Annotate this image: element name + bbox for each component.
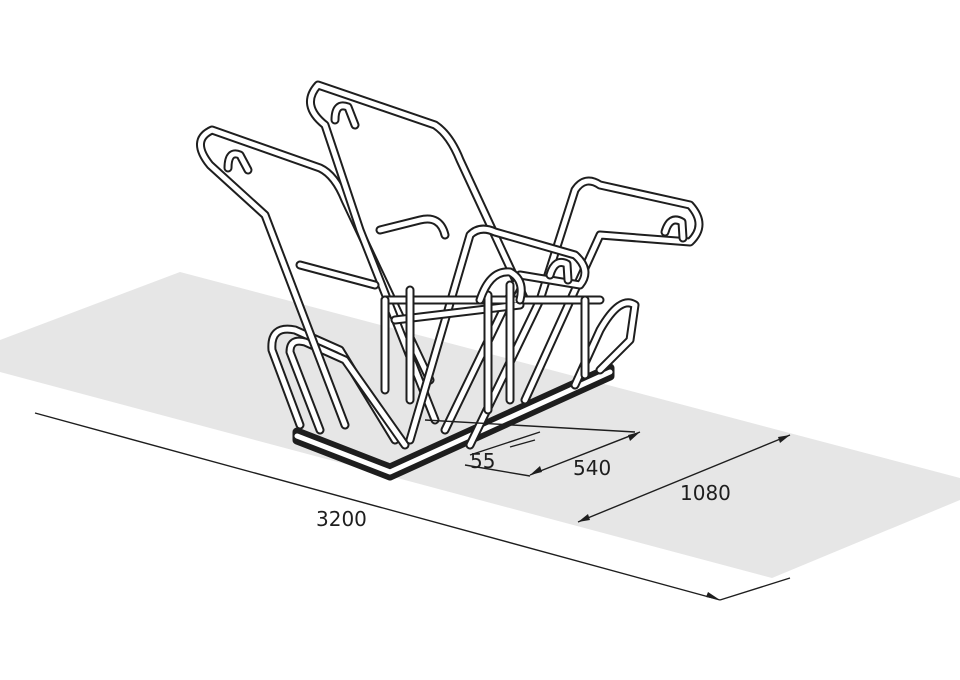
dimension-label-3200: 3200 <box>316 507 367 531</box>
upper-arm-front <box>405 224 590 445</box>
bike-rack <box>196 80 704 481</box>
dimension-label-1080: 1080 <box>680 481 731 505</box>
base-frame <box>292 363 615 481</box>
dimension-label-540: 540 <box>573 456 611 480</box>
upper-arm-left <box>196 125 435 430</box>
lower-rack-right <box>570 298 640 390</box>
dimension-label-55: 55 <box>470 449 495 473</box>
upper-arm-right <box>465 176 704 450</box>
dimension-lines <box>34 412 791 601</box>
lower-rack-left <box>267 324 410 450</box>
upper-arm-center <box>306 80 530 425</box>
uprights <box>380 267 590 415</box>
